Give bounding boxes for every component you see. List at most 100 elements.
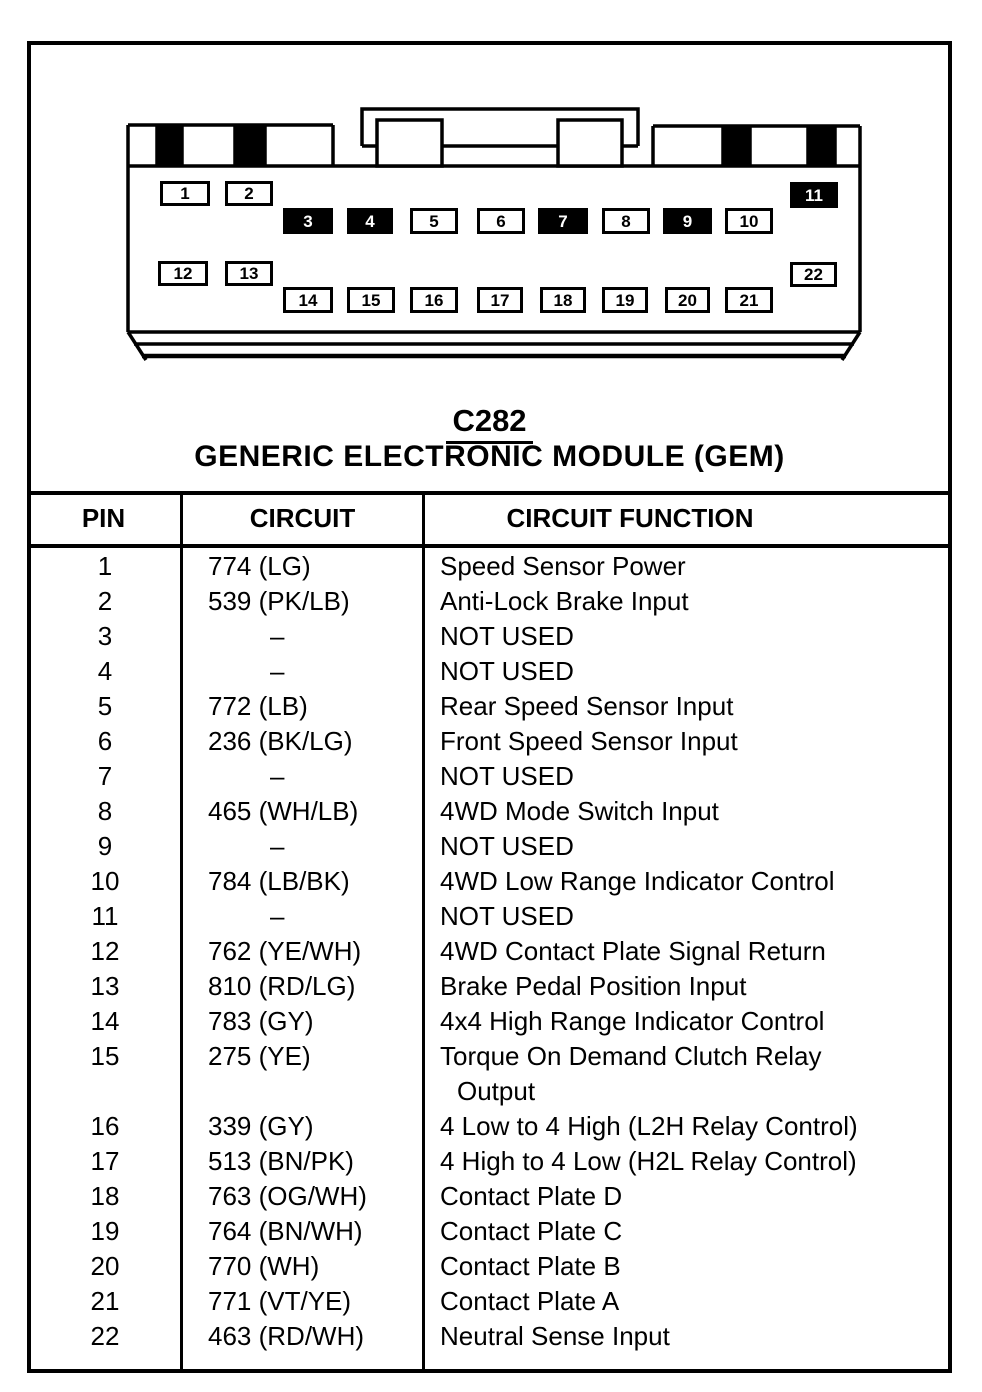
- keying-blocks: [157, 125, 835, 166]
- circuit-function-cell: 4WD Mode Switch Input: [440, 796, 719, 826]
- circuit-cell: 783 (GY): [208, 1006, 314, 1036]
- pin-cell: 12: [90, 936, 120, 966]
- circuit-cell: 810 (RD/LG): [208, 971, 356, 1001]
- circuit-cell: 463 (RD/WH): [208, 1321, 365, 1351]
- table-row-pin-11: 11 – NOT USED: [27, 899, 952, 934]
- connector-pin-16: 16: [410, 287, 458, 313]
- column-header-circuit: CIRCUIT: [249, 503, 356, 533]
- pin-cell: 14: [90, 1006, 120, 1036]
- circuit-cell: –: [270, 901, 285, 931]
- pin-cell: 5: [97, 691, 113, 721]
- page-border-frame: [27, 41, 952, 1373]
- pin-cell: 22: [90, 1321, 120, 1351]
- connector-pin-21: 21: [725, 287, 773, 313]
- circuit-function-cell: NOT USED: [440, 761, 574, 791]
- circuit-function-cell: NOT USED: [440, 901, 574, 931]
- table-row-pin-22: 22 463 (RD/WH) Neutral Sense Input: [27, 1319, 952, 1354]
- table-row-pin-7: 7 – NOT USED: [27, 759, 952, 794]
- circuit-function-cell: Neutral Sense Input: [440, 1321, 670, 1351]
- pin-cell: 1: [97, 551, 113, 581]
- pin-cell: 19: [90, 1216, 120, 1246]
- connector-pin-8: 8: [602, 208, 650, 234]
- pin-cell: 16: [90, 1111, 120, 1141]
- circuit-cell: 763 (OG/WH): [208, 1181, 367, 1211]
- circuit-function-cell: 4 Low to 4 High (L2H Relay Control): [440, 1111, 858, 1141]
- circuit-cell: –: [270, 656, 285, 686]
- table-row-pin-1: 1 774 (LG) Speed Sensor Power: [27, 549, 952, 584]
- connector-pin-19: 19: [602, 287, 648, 313]
- circuit-function-cell: 4 High to 4 Low (H2L Relay Control): [440, 1146, 857, 1176]
- circuit-function-cell: NOT USED: [440, 621, 574, 651]
- connector-pin-4: 4: [347, 208, 393, 234]
- circuit-function-cell: 4WD Contact Plate Signal Return: [440, 936, 826, 966]
- circuit-function-cell: Speed Sensor Power: [440, 551, 686, 581]
- connector-pin-10: 10: [725, 208, 773, 234]
- table-row-pin-12: 12 762 (YE/WH) 4WD Contact Plate Signal Re…: [27, 934, 952, 969]
- table-row-pin-4: 4–NOT USED: [27, 654, 952, 689]
- circuit-cell: –: [270, 621, 285, 651]
- table-row-pin-9: 9–NOT USED: [27, 829, 952, 864]
- table-row-pin-16: 16 339 (GY) 4 Low to 4 High (L2H Relay Con…: [27, 1109, 952, 1144]
- connector-pin-2: 2: [225, 181, 273, 206]
- pin-cell: 8: [97, 796, 113, 826]
- connector-pin-20: 20: [665, 287, 710, 313]
- connector-id-text: C282: [446, 403, 533, 444]
- connector-pin-13: 13: [225, 261, 273, 286]
- pin-cell: 15: [90, 1041, 120, 1071]
- pin-cell: 6: [97, 726, 113, 756]
- circuit-function-cell: Contact Plate C: [440, 1216, 623, 1246]
- connector-pin-22: 22: [790, 262, 837, 287]
- circuit-function-cell: Anti-Lock Brake Input: [440, 586, 689, 616]
- pin-cell: 10: [90, 866, 120, 896]
- connector-pin-15: 15: [347, 287, 395, 313]
- circuit-cell: 275 (YE): [208, 1041, 311, 1071]
- connector-pin-3: 3: [283, 208, 333, 234]
- connector-pin-12: 12: [158, 261, 208, 286]
- pin-cell: 2: [97, 586, 113, 616]
- connector-shell-drawing: [126, 107, 862, 361]
- table-row-pin-21: 21 771 (VT/YE) Contact Plate A: [27, 1284, 952, 1319]
- circuit-function-cell: Contact Plate D: [440, 1181, 623, 1211]
- circuit-cell: 774 (LG): [208, 551, 311, 581]
- table-header-bottom-rule: [27, 544, 952, 548]
- connector-pin-1: 1: [160, 181, 210, 206]
- circuit-cell: –: [270, 761, 285, 791]
- table-row-pin-10: 10 784 (LB/BK) 4WD Low Range Indicator Con…: [27, 864, 952, 899]
- circuit-function-cell: Contact Plate B: [440, 1251, 621, 1281]
- circuit-cell: 762 (YE/WH): [208, 936, 362, 966]
- circuit-cell: 764 (BN/WH): [208, 1216, 363, 1246]
- circuit-cell: 771 (VT/YE): [208, 1286, 352, 1316]
- table-row-pin-8: 8 465 (WH/LB) 4WD Mode Switch Input: [27, 794, 952, 829]
- table-row-pin-3: 3 – NOT USED: [27, 619, 952, 654]
- connector-pin-6: 6: [477, 208, 525, 234]
- circuit-cell: 772 (LB): [208, 691, 308, 721]
- connector-pin-7: 7: [538, 208, 588, 234]
- circuit-cell: 339 (GY): [208, 1111, 314, 1141]
- pin-cell: 7: [97, 761, 113, 791]
- pin-cell: 20: [90, 1251, 120, 1281]
- pin-cell: 21: [90, 1286, 120, 1316]
- pin-cell: 11: [91, 901, 119, 931]
- connector-pin-9: 9: [663, 208, 712, 234]
- circuit-cell: –: [270, 831, 285, 861]
- connector-pin-5: 5: [410, 208, 458, 234]
- circuit-cell: 465 (WH/LB): [208, 796, 359, 826]
- pin-cell: 18: [90, 1181, 120, 1211]
- column-header-pin: PIN: [81, 503, 126, 533]
- pin-cell: 4: [97, 656, 113, 686]
- connector-pin-14: 14: [283, 287, 333, 313]
- circuit-cell: 770 (WH): [208, 1251, 320, 1281]
- pin-cell: 3: [97, 621, 113, 651]
- circuit-function-cell: 4WD Low Range Indicator Control: [440, 866, 835, 896]
- circuit-cell: 784 (LB/BK): [208, 866, 350, 896]
- circuit-function-cell: Contact Plate A: [440, 1286, 620, 1316]
- circuit-function-cell: NOT USED: [440, 831, 574, 861]
- connector-pin-17: 17: [477, 287, 523, 313]
